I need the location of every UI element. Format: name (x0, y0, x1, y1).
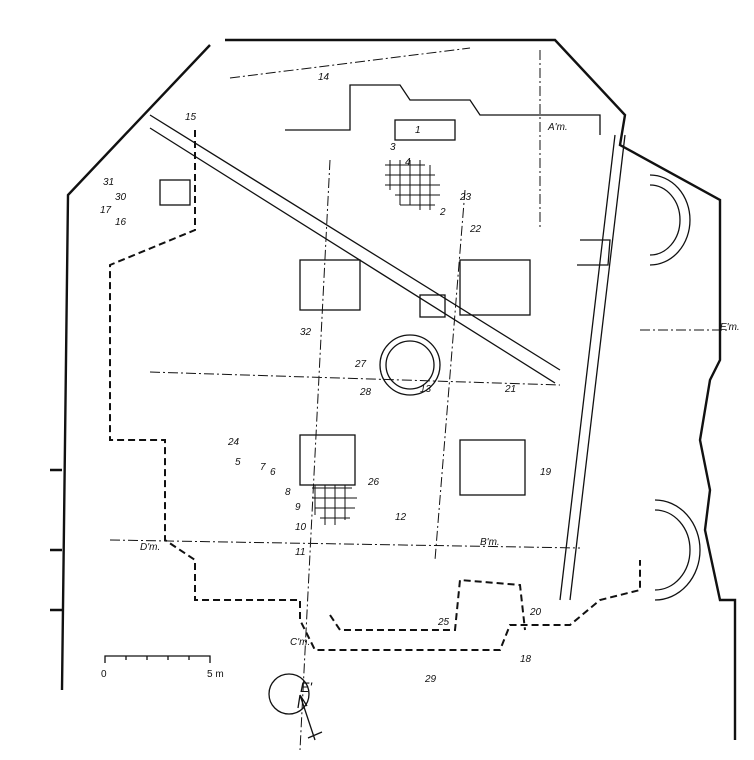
find-number: 19 (540, 467, 552, 478)
find-number: 27 (354, 359, 367, 370)
inner-wall-north (285, 84, 601, 135)
find-number: 30 (115, 192, 127, 203)
outer-wall (50, 38, 737, 740)
room (459, 439, 526, 496)
section-axis (109, 47, 730, 751)
find-number: 9 (295, 502, 301, 513)
find-number: 17 (100, 205, 112, 216)
excavation-outline (109, 130, 641, 651)
find-number: 2 (439, 207, 446, 218)
scale-bar: 0 5 m (101, 655, 224, 680)
scale-start-label: 0 (101, 669, 107, 680)
find-number: 20 (529, 607, 542, 618)
find-number: 5 (235, 457, 241, 468)
orientation-circle (268, 673, 310, 715)
find-number: 18 (520, 654, 532, 665)
find-number: 28 (359, 387, 372, 398)
apse-south (654, 499, 701, 601)
find-number: 3 (390, 142, 396, 153)
find-number: 23 (459, 192, 472, 203)
find-number: 6 (270, 467, 276, 478)
find-numbers: 1 2 3 4 5 6 7 8 9 10 11 12 13 14 15 16 1… (100, 72, 552, 685)
find-number: 15 (185, 112, 197, 123)
tile-pavement (312, 160, 440, 525)
apse-north (649, 174, 691, 266)
axis-label-e: E'm. (720, 322, 740, 333)
vertical-corridor (559, 134, 626, 601)
find-number: 16 (115, 217, 127, 228)
room (419, 294, 446, 318)
axis-label-c: C'm. (290, 637, 310, 648)
diagonal-corridor (149, 114, 561, 384)
well-inner (385, 340, 435, 390)
well (379, 334, 441, 396)
find-number: 32 (300, 327, 312, 338)
find-number: 29 (424, 674, 437, 685)
north-label: E' (300, 679, 313, 695)
room (159, 179, 191, 206)
find-number: 24 (227, 437, 240, 448)
find-number: 8 (285, 487, 291, 498)
find-number: 4 (405, 157, 411, 168)
find-number: 7 (260, 462, 266, 473)
find-number: 13 (420, 384, 432, 395)
room (299, 434, 356, 486)
find-number: 21 (504, 384, 516, 395)
room (299, 259, 361, 311)
find-number: 25 (437, 617, 450, 628)
find-number: 22 (469, 224, 482, 235)
excavation-outline-inner (329, 578, 526, 631)
room (459, 259, 531, 316)
find-number: 14 (318, 72, 330, 83)
axis-label-a: A'm. (547, 122, 568, 133)
find-number: 31 (103, 177, 114, 188)
find-number: 1 (415, 125, 421, 136)
scale-end-label: 5 m (207, 669, 224, 680)
axis-label-d: D'm. (140, 542, 160, 553)
find-number: 12 (395, 512, 407, 523)
find-number: 26 (367, 477, 380, 488)
find-number: 10 (295, 522, 307, 533)
axis-label-b: B'm. (480, 537, 500, 548)
north-arrow-icon (297, 694, 323, 741)
room (394, 119, 456, 141)
find-number: 11 (295, 547, 305, 558)
